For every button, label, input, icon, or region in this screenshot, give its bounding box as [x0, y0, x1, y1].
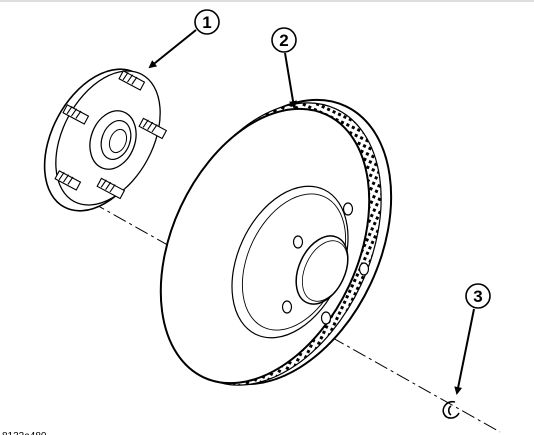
wheel-stud [138, 117, 168, 140]
wheel-stud [118, 70, 146, 91]
stud-hole [320, 311, 332, 325]
wheel-stud [96, 177, 126, 200]
hub-flange [43, 68, 161, 212]
callout-leader [148, 29, 197, 69]
callout-circle [271, 27, 297, 53]
callout-number: 3 [473, 287, 482, 306]
callout-1: 1 [148, 9, 220, 69]
stud-hole [358, 262, 370, 276]
wheel-studs [54, 70, 168, 200]
stud-hole [281, 300, 293, 314]
callout-number: 1 [202, 13, 211, 32]
retainer-clip [442, 400, 460, 419]
callout-2: 2 [271, 27, 297, 109]
stud-hole [342, 202, 354, 216]
figure-id: 8133a480 [2, 431, 47, 435]
wheel-stud [54, 170, 82, 191]
callout-circle [465, 283, 491, 309]
stud-hole [292, 235, 304, 249]
callout-number: 2 [279, 31, 288, 50]
wheel-stud [62, 104, 90, 125]
brake-rotor [159, 98, 393, 386]
callout-leader [284, 52, 297, 109]
callout-leader [454, 308, 475, 395]
center-axis-line [69, 189, 501, 433]
rotor-stud-holes [281, 202, 370, 325]
callout-3: 3 [454, 283, 491, 395]
callout-circle [194, 9, 220, 35]
